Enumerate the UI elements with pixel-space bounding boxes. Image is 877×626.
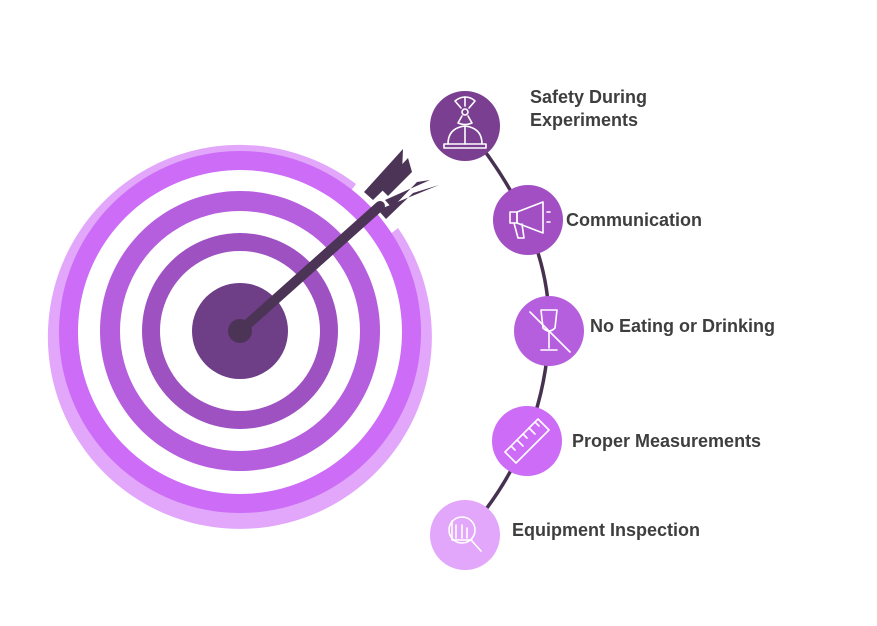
node-circle <box>492 406 562 476</box>
arrow-fletching-bottom <box>378 185 439 219</box>
node-circle <box>430 500 500 570</box>
label-safety-during-experiments: Safety During Experiments <box>530 87 648 130</box>
node-communication <box>493 185 563 255</box>
node-equipment-inspection <box>430 500 500 570</box>
label-equipment-inspection: Equipment Inspection <box>512 520 701 540</box>
megaphone-icon <box>509 201 551 239</box>
node-no-eating-or-drinking <box>514 296 584 366</box>
label-proper-measurements: Proper Measurements <box>572 431 762 451</box>
target <box>47 144 432 529</box>
hard-hat-radiation-icon <box>443 96 487 149</box>
arrow <box>235 149 439 336</box>
node-circle <box>493 185 563 255</box>
no-drink-icon <box>529 309 571 353</box>
node-proper-measurements <box>492 406 562 476</box>
label-communication: Communication <box>566 210 703 230</box>
label-no-eating-or-drinking: No Eating or Drinking <box>590 316 776 336</box>
arrow-fletching-top-2 <box>380 158 412 196</box>
arrow-fletching-top <box>364 149 403 200</box>
inspection-magnifier-icon <box>448 516 482 552</box>
arrow-fletching-bottom-2 <box>385 180 430 208</box>
ruler-icon <box>504 418 550 464</box>
node-safety-during-experiments <box>430 91 500 161</box>
arrow-shaft <box>235 201 385 336</box>
